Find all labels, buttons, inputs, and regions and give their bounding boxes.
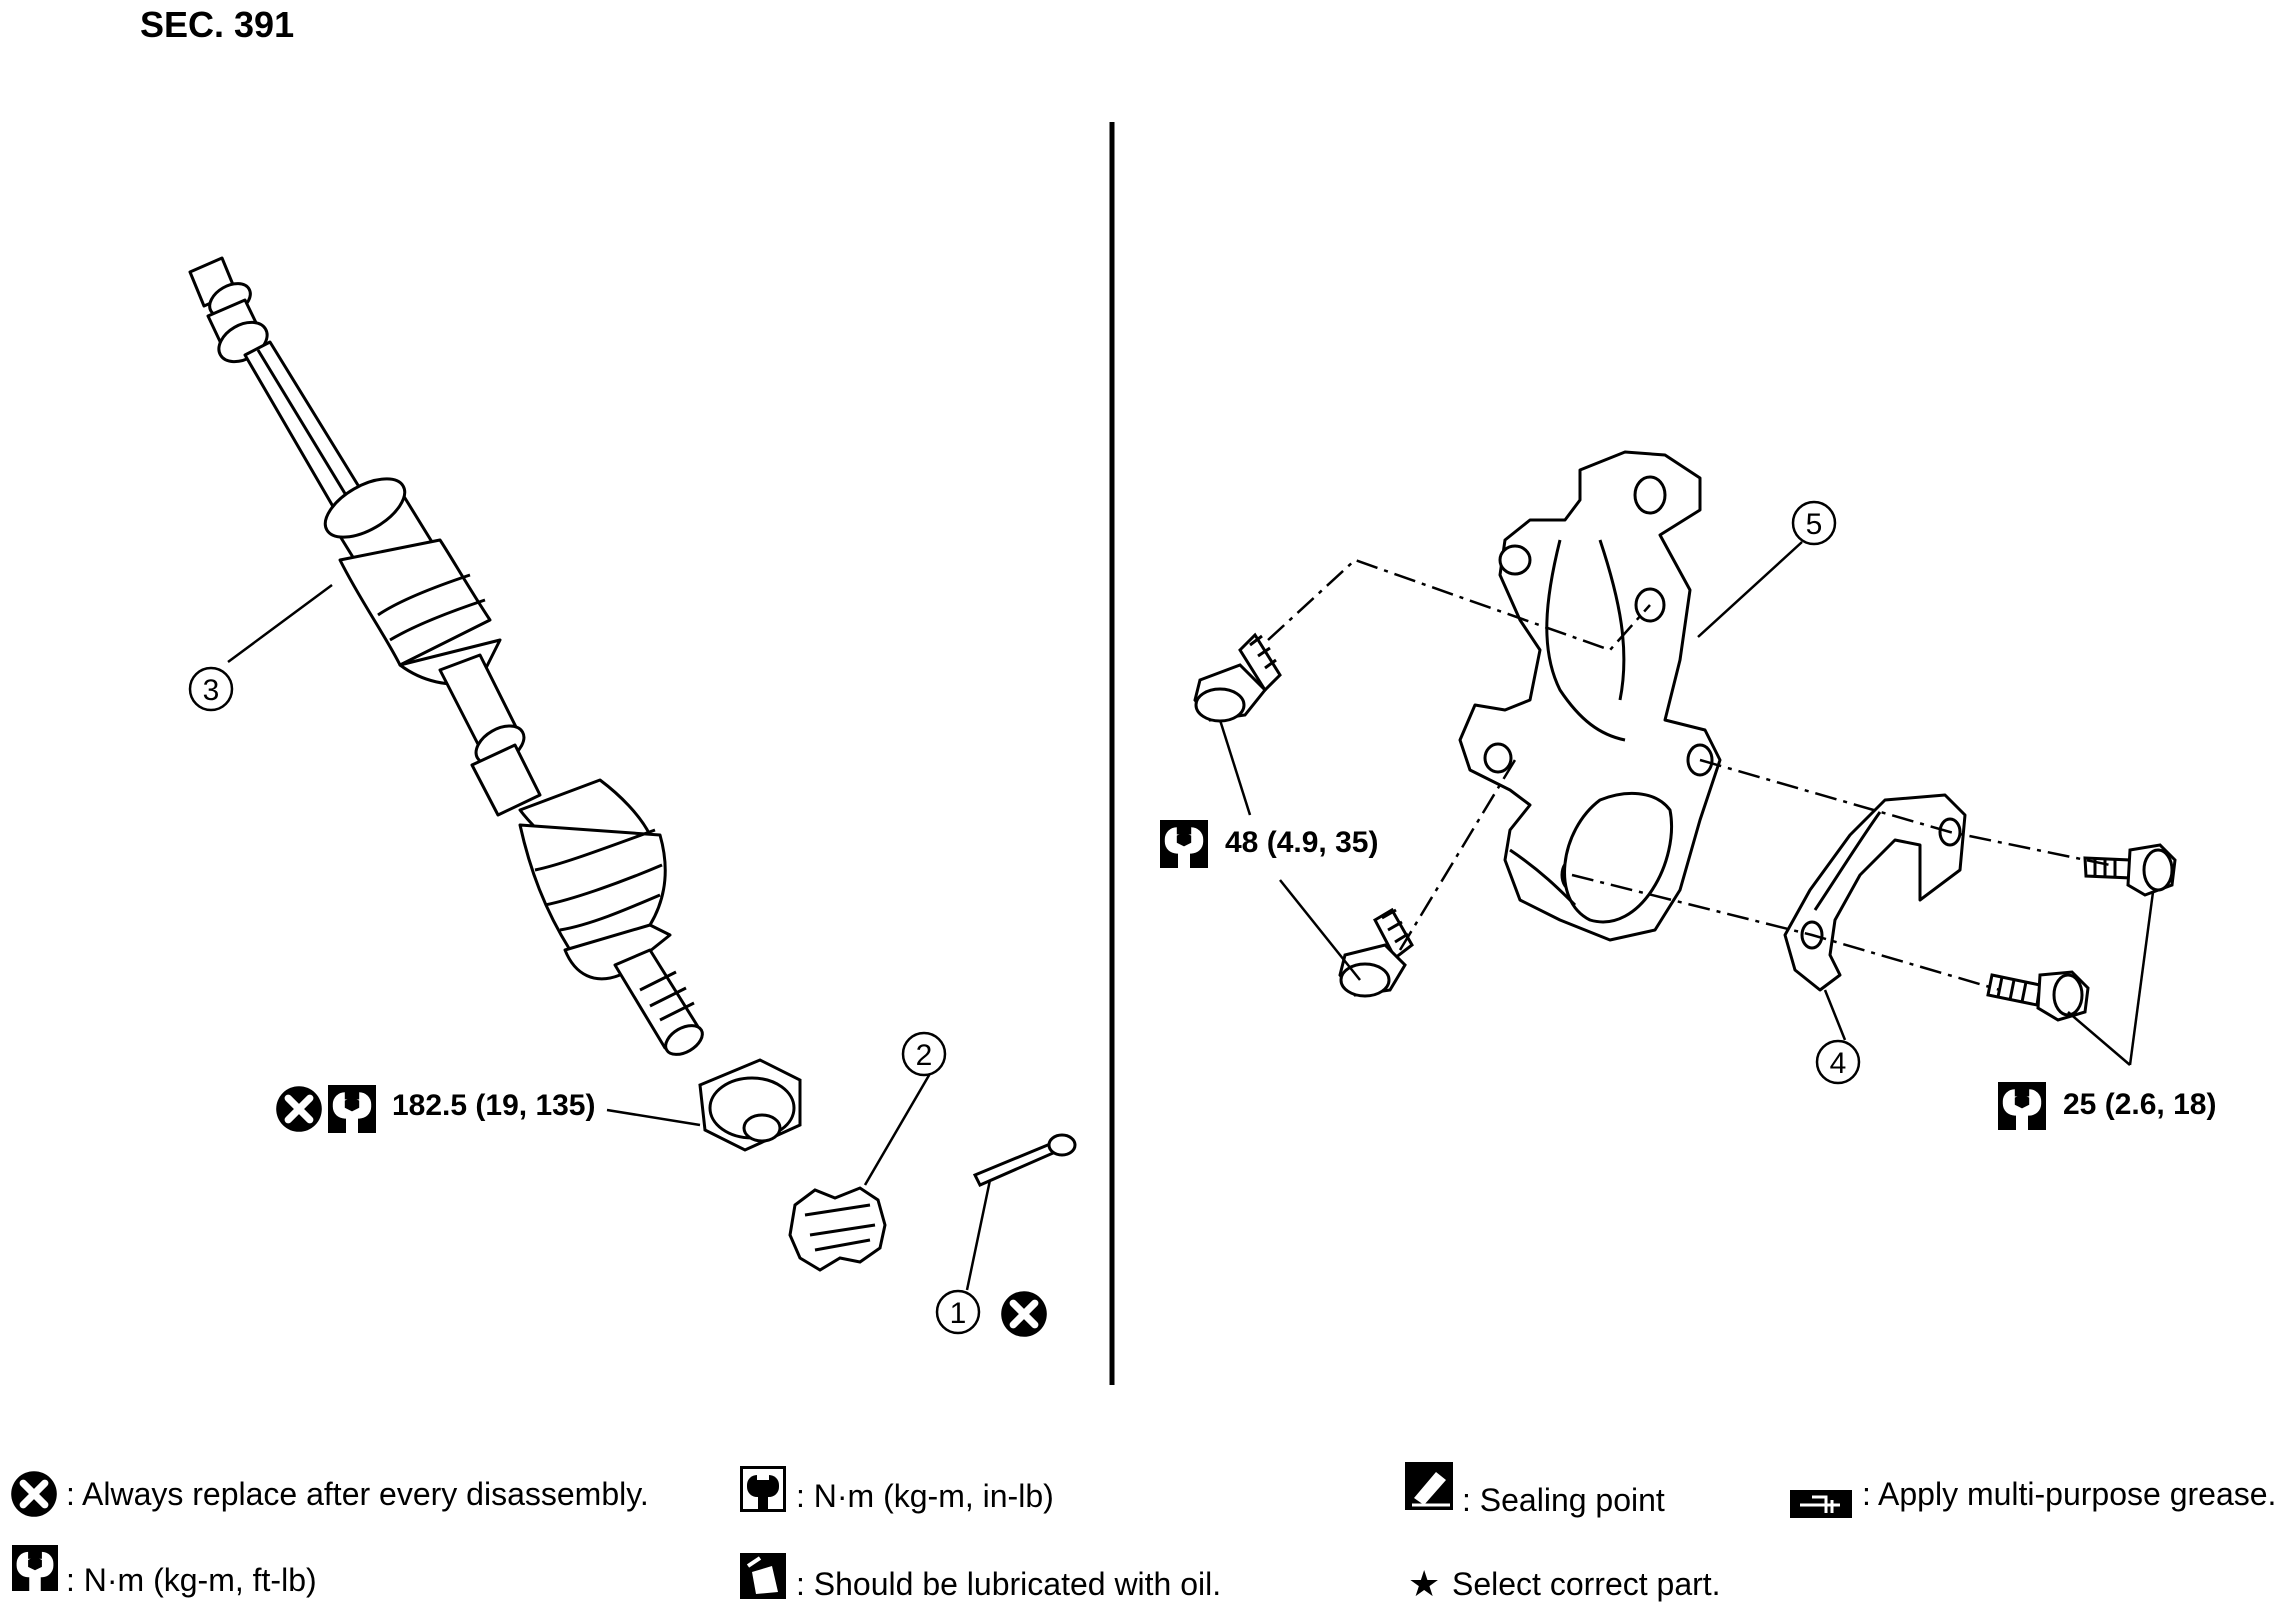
callout-circle-2 <box>901 1031 947 1077</box>
callout-circles <box>188 500 1861 1335</box>
torque-wrench-icon <box>12 1545 58 1591</box>
bolt-upper <box>1193 632 1282 723</box>
torque-wrench-icon <box>1160 820 1208 868</box>
torque-lower-bolt-label: 25 (2.6, 18) <box>2063 1088 2217 1121</box>
callout-circle-1 <box>935 1289 981 1335</box>
callout-4: 4 <box>1830 1047 1847 1080</box>
torque-nut-label: 182.5 (19, 135) <box>392 1089 596 1122</box>
star-icon: ★ <box>1408 1564 1440 1605</box>
grease-icon <box>1790 1490 1852 1518</box>
callout-circle-3 <box>188 666 234 712</box>
sealing-icon <box>1405 1462 1453 1510</box>
callout-circle-4 <box>1815 1039 1861 1085</box>
leader-lines <box>227 541 2155 1291</box>
torque-wrench-icon <box>328 1085 376 1133</box>
drive-shaft <box>188 256 704 1056</box>
replace-icon <box>11 1471 57 1517</box>
callout-3: 3 <box>203 674 220 707</box>
bracket <box>1783 793 1967 992</box>
replace-icon <box>276 1086 322 1132</box>
callout-1: 1 <box>950 1297 967 1330</box>
callout-5: 5 <box>1806 508 1823 541</box>
legend-replace: : Always replace after every disassembly… <box>66 1476 649 1512</box>
section-title: SEC. 391 <box>140 4 295 45</box>
torque-wrench-icon <box>1998 1082 2046 1130</box>
torque-in-lb-icon <box>740 1466 786 1512</box>
legend-sealing: : Sealing point <box>1462 1482 1665 1518</box>
adapter-gear <box>788 1186 887 1272</box>
steering-knuckle <box>1458 450 1722 942</box>
bolt-right-lower <box>1986 970 2090 1022</box>
bolt-right-upper <box>2083 843 2177 897</box>
legend-nm-in: : N·m (kg-m, in-lb) <box>796 1478 1054 1514</box>
hub-nut <box>698 1058 802 1152</box>
oil-icon <box>740 1553 786 1599</box>
replace-icon <box>1001 1291 1047 1337</box>
legend-select: Select correct part. <box>1452 1566 1721 1602</box>
callout-circle-5 <box>1791 500 1837 546</box>
alignment-lines <box>1267 558 2111 992</box>
bolt-lower-left <box>1338 907 1414 998</box>
torque-upper-bolt-label: 48 (4.9, 35) <box>1225 826 1379 859</box>
cotter-pin <box>972 1133 1077 1187</box>
callout-2: 2 <box>916 1039 933 1072</box>
legend-grease: : Apply multi-purpose grease. <box>1862 1476 2277 1512</box>
legend-nm-ft: : N·m (kg-m, ft-lb) <box>66 1562 317 1598</box>
legend-oil: : Should be lubricated with oil. <box>796 1566 1222 1602</box>
